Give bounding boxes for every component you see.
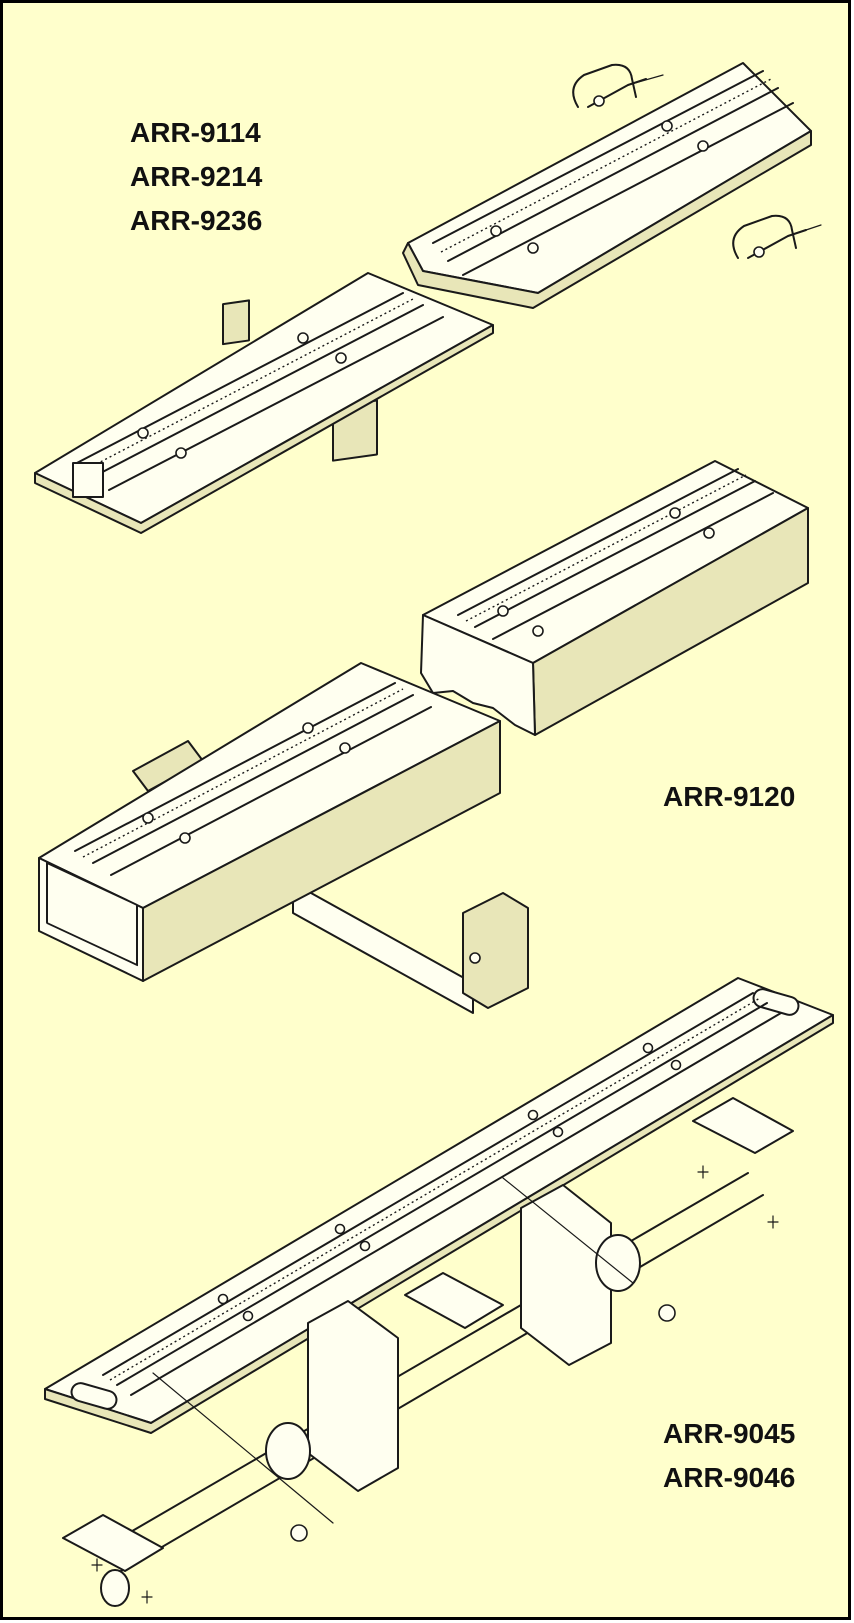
part-number: ARR-9120 [663, 781, 796, 812]
c-clamp-top [572, 63, 664, 108]
part-number: ARR-9045 [663, 1418, 796, 1449]
part-number: ARR-9046 [663, 1462, 796, 1493]
c-clamp-bottom [732, 214, 822, 259]
support-tube-assembly [62, 1097, 794, 1607]
part-number: ARR-9214 [130, 161, 263, 192]
box-rail-lower-piece [38, 662, 529, 1014]
flat-rail-upper-piece [402, 62, 812, 309]
flat-rail-lower-piece [34, 272, 494, 534]
part-numbers-mounting-plate: ARR-9045 ARR-9046 [663, 1412, 795, 1500]
exploded-view-illustration [34, 62, 834, 1607]
long-mounting-plate [44, 977, 834, 1434]
part-number: ARR-9236 [130, 205, 263, 236]
part-numbers-flat-rail: ARR-9114 ARR-9214 ARR-9236 [130, 111, 262, 243]
part-number: ARR-9114 [130, 117, 261, 148]
box-rail-upper-piece [420, 460, 809, 736]
part-numbers-box-rail: ARR-9120 [663, 775, 795, 819]
